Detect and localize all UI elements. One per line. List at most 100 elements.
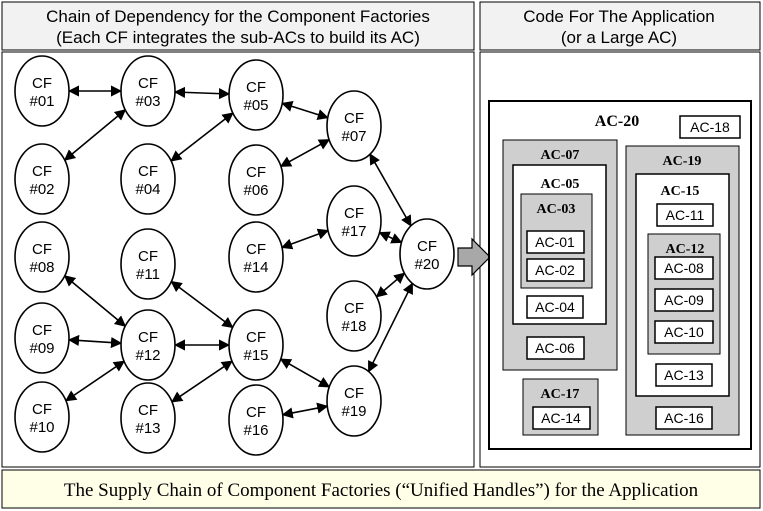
- cf-node-ellipse: [120, 228, 176, 300]
- cf-node-04: CF#04: [120, 143, 176, 215]
- cf-node-14: CF#14: [228, 221, 284, 293]
- right-header: [479, 1, 761, 51]
- footer-bar: [1, 469, 761, 509]
- transfer-arrow: [457, 237, 491, 277]
- cf-node-ellipse: [326, 185, 382, 257]
- cf-node-20: CF#20: [399, 218, 455, 290]
- ac17-label: AC-17: [541, 387, 580, 402]
- ac10-box: [654, 320, 714, 344]
- edge-cf07-cf20: [369, 153, 412, 227]
- ac09-box: [654, 288, 714, 312]
- edge-cf06-cf07: [279, 138, 331, 168]
- cf-node-15: CF#15: [228, 309, 284, 381]
- cf-node-label-line1: CF: [246, 241, 266, 258]
- cf-node-ellipse: [120, 382, 176, 454]
- cf-node-17: CF#17: [326, 185, 382, 257]
- cf-node-label-line1: CF: [138, 75, 158, 92]
- ac02-box: [526, 258, 585, 282]
- cf-node-label-line2: #13: [135, 420, 160, 437]
- ac08-box: [654, 256, 714, 280]
- left-title-line2: (Each CF integrates the sub-ACs to build…: [56, 28, 420, 47]
- ac06-label: AC-06: [535, 340, 575, 356]
- cf-node-ellipse: [326, 90, 382, 162]
- cf-node-label-line1: CF: [344, 385, 364, 402]
- cf-node-label-line1: CF: [32, 241, 52, 258]
- cf-node-07: CF#07: [326, 90, 382, 162]
- edge-cf05-cf07: [281, 100, 329, 121]
- cf-node-ellipse: [120, 309, 176, 381]
- right-title-line2: (or a Large AC): [561, 28, 677, 47]
- ac19-label: AC-19: [663, 154, 702, 169]
- ac09-label: AC-09: [664, 292, 704, 308]
- ac16-box: [655, 406, 713, 430]
- cf-node-label-line1: CF: [138, 163, 158, 180]
- cf-node-label-line2: #16: [243, 422, 268, 439]
- edge-cf19-cf20: [367, 282, 414, 373]
- cf-node-label-line1: CF: [32, 322, 52, 339]
- cf-node-03: CF#03: [120, 55, 176, 127]
- cf-node-ellipse: [228, 59, 284, 131]
- cf-node-label-line1: CF: [138, 329, 158, 346]
- cf-node-label-line2: #01: [29, 93, 54, 110]
- left-title-line1: Chain of Dependency for the Component Fa…: [46, 7, 430, 26]
- cf-node-label-line1: CF: [246, 164, 266, 181]
- cf-node-05: CF#05: [228, 59, 284, 131]
- ac13-box: [655, 363, 713, 387]
- cf-node-label-line1: CF: [344, 205, 364, 222]
- cf-node-ellipse: [14, 302, 70, 374]
- cf-node-label-line2: #05: [243, 97, 268, 114]
- dependency-edges: [63, 85, 414, 419]
- cf-node-label-line2: #19: [341, 403, 366, 420]
- cf-node-label-line2: #14: [243, 259, 268, 276]
- ac01-box: [526, 230, 585, 254]
- cf-node-label-line1: CF: [138, 402, 158, 419]
- right-title-line1: Code For The Application: [523, 7, 715, 26]
- ac13-label: AC-13: [664, 367, 704, 383]
- cf-node-label-line2: #04: [135, 181, 160, 198]
- cf-node-label-line1: CF: [246, 79, 266, 96]
- ac14-box: [532, 406, 591, 430]
- cf-node-label-line2: #12: [135, 347, 160, 364]
- cf-node-10: CF#10: [14, 381, 70, 453]
- cf-node-09: CF#09: [14, 302, 70, 374]
- ac11-label: AC-11: [666, 207, 705, 223]
- ac14-label: AC-14: [541, 410, 581, 426]
- ac04-box: [526, 295, 584, 319]
- cf-node-02: CF#02: [14, 143, 70, 215]
- edge-cf04-cf05: [170, 112, 234, 162]
- cf-node-ellipse: [120, 143, 176, 215]
- cf-node-ellipse: [14, 143, 70, 215]
- cf-node-ellipse: [14, 221, 70, 293]
- edge-cf08-cf12: [63, 275, 127, 327]
- ac07-label: AC-07: [541, 148, 580, 163]
- cf-node-label-line2: #03: [135, 93, 160, 110]
- cf-node-label-line1: CF: [32, 401, 52, 418]
- cf-node-ellipse: [120, 55, 176, 127]
- cf-node-ellipse: [326, 280, 382, 352]
- cf-node-ellipse: [399, 218, 455, 290]
- cf-node-12: CF#12: [120, 309, 176, 381]
- cf-node-13: CF#13: [120, 382, 176, 454]
- cf-node-18: CF#18: [326, 280, 382, 352]
- cf-node-label-line2: #20: [414, 256, 439, 273]
- edge-cf10-cf12: [64, 360, 126, 402]
- cf-node-label-line1: CF: [246, 404, 266, 421]
- cf-node-ellipse: [228, 221, 284, 293]
- edge-cf16-cf19: [281, 402, 329, 419]
- cf-node-ellipse: [228, 309, 284, 381]
- cf-node-label-line1: CF: [344, 110, 364, 127]
- ac03-label: AC-03: [537, 202, 576, 217]
- footer-caption: The Supply Chain of Component Factories …: [64, 480, 699, 501]
- edge-cf15-cf19: [279, 358, 331, 388]
- cf-node-label-line1: CF: [32, 75, 52, 92]
- cf-node-08: CF#08: [14, 221, 70, 293]
- cf-node-label-line2: #15: [243, 347, 268, 364]
- cf-node-06: CF#06: [228, 144, 284, 216]
- cf-node-label-line1: CF: [417, 238, 437, 255]
- cf-node-label-line2: #17: [341, 223, 366, 240]
- cf-node-label-line1: CF: [32, 163, 52, 180]
- ac15-label: AC-15: [661, 184, 700, 199]
- cf-node-19: CF#19: [326, 365, 382, 437]
- cf-node-ellipse: [14, 55, 70, 127]
- cf-node-ellipse: [228, 384, 284, 456]
